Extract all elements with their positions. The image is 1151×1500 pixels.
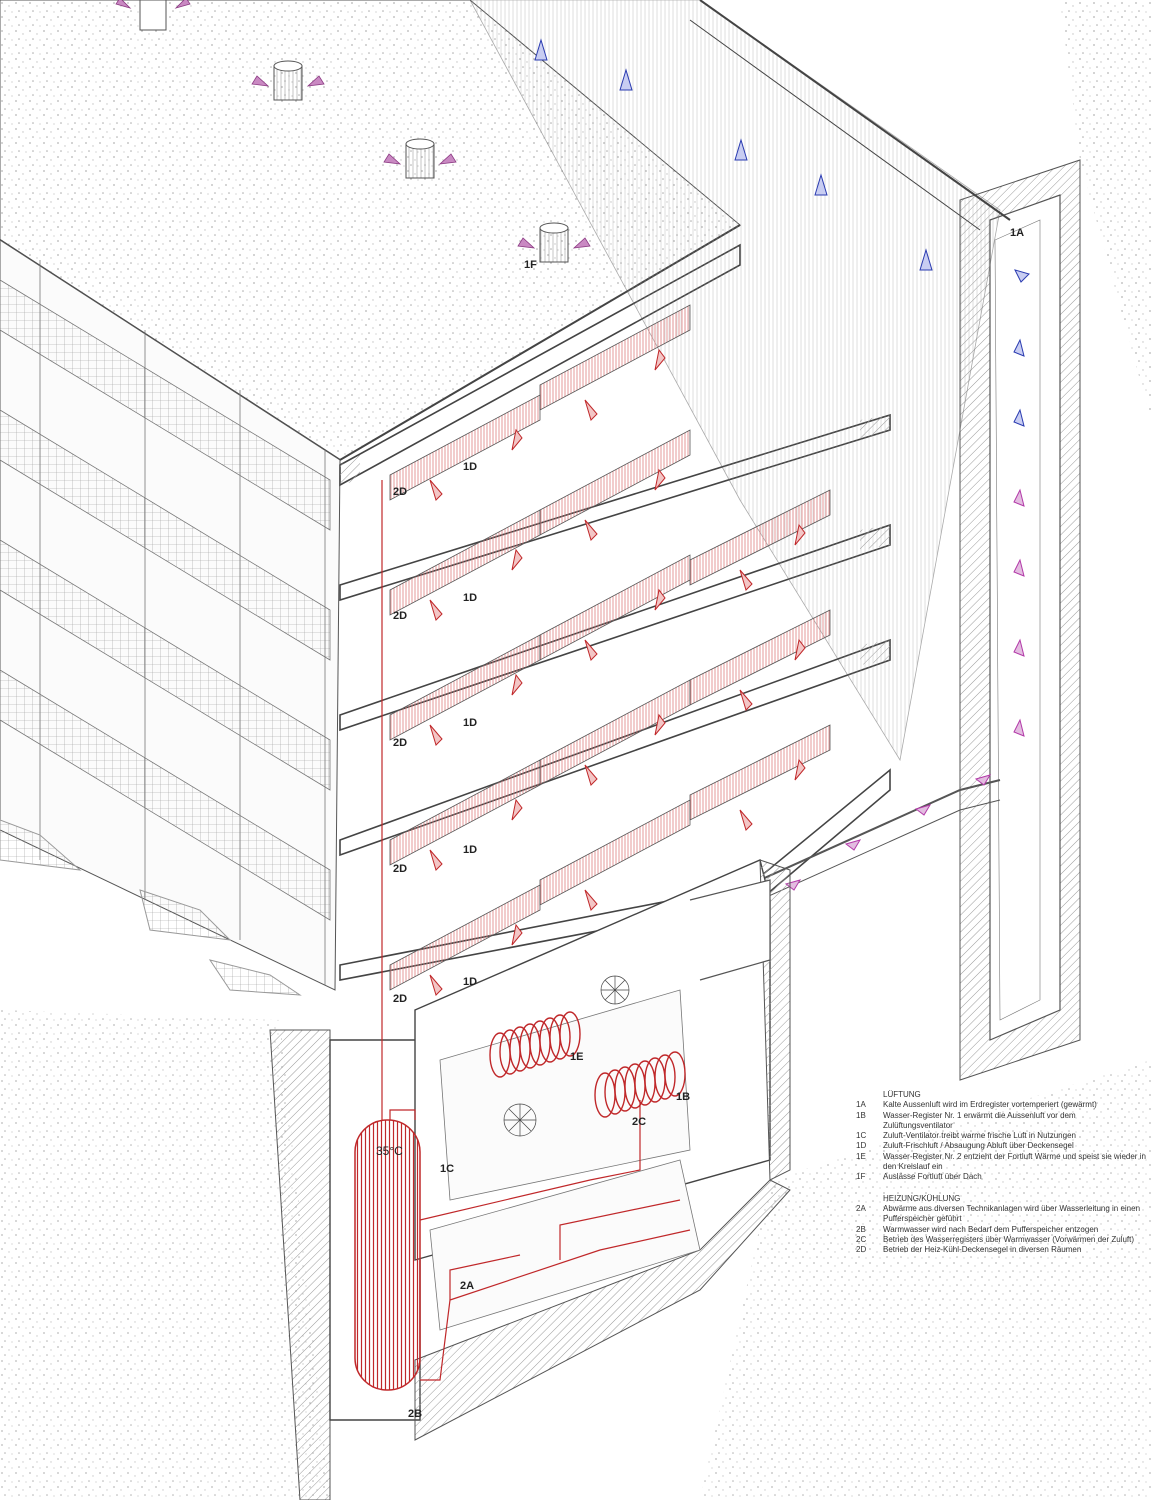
legend-code: 1A <box>856 1100 866 1110</box>
legend-code: 1F <box>856 1172 866 1182</box>
facade <box>0 239 341 991</box>
legend-item: 2C Betrieb des Wasserregisters über Warmw… <box>856 1235 1146 1245</box>
label-2a: 2A <box>460 1280 474 1292</box>
legend-text: Wasser-Register Nr. 1 erwärmt die Aussen… <box>883 1110 1076 1130</box>
label-1d: 1D <box>463 461 477 473</box>
legend-item: 1A Kalte Aussenluft wird im Erdregister v… <box>856 1100 1146 1110</box>
terrain <box>0 1010 330 1500</box>
terrain-right <box>700 1060 1151 1500</box>
legend-code: 1C <box>856 1131 867 1141</box>
label-2c: 2C <box>632 1116 646 1128</box>
legend-item: 2A Abwärme aus diversen Technikanlagen wi… <box>856 1204 1146 1225</box>
label-1d: 1D <box>463 717 477 729</box>
legend-lueftung: LÜFTUNG 1A Kalte Aussenluft wird im Erdre… <box>856 1090 1146 1183</box>
legend-text: Wasser-Register Nr. 2 entzieht der Fortl… <box>883 1151 1146 1172</box>
legend-code: 2C <box>856 1234 867 1244</box>
label-2d: 2D <box>393 486 407 498</box>
legend-heizung: HEIZUNG/KÜHLUNG 2A Abwärme aus diversen T… <box>856 1194 1146 1256</box>
legend-item: 1B Wasser-Register Nr. 1 erwärmt die Auss… <box>856 1111 1146 1132</box>
legend-item: 2B Warmwasser wird nach Bedarf dem Puffer… <box>856 1225 1146 1235</box>
legend-code: 1D <box>856 1141 867 1151</box>
label-2d: 2D <box>393 993 407 1005</box>
label-1b: 1B <box>676 1091 690 1103</box>
label-1c: 1C <box>440 1163 454 1175</box>
label-1d: 1D <box>463 976 477 988</box>
ceiling-sails <box>389 304 831 991</box>
fan-icon <box>503 975 630 1137</box>
facade-panels <box>0 260 331 985</box>
labels: 1A 1F 1D 1D 1D 1D 1D 2D 2D 2D 2D 2D 1E 1… <box>376 227 1024 1420</box>
legend-heading: HEIZUNG/KÜHLUNG <box>883 1193 961 1203</box>
paving <box>0 819 302 996</box>
legend-text: Betrieb der Heiz-Kühl-Deckensegel in div… <box>883 1245 1082 1255</box>
legend-code: 2B <box>856 1224 866 1234</box>
legend-item: 2D Betrieb der Heiz-Kühl-Deckensegel in d… <box>856 1245 1146 1255</box>
label-2d: 2D <box>393 610 407 622</box>
label-1f: 1F <box>524 259 537 271</box>
legend-text: Betrieb des Wasserregisters über Warmwas… <box>883 1234 1135 1244</box>
label-1d: 1D <box>463 844 477 856</box>
legend-item: 1E Wasser-Register Nr. 2 entzieht der For… <box>856 1152 1146 1173</box>
roof-outlet <box>139 0 569 263</box>
legend-heading: LÜFTUNG <box>883 1090 921 1099</box>
legend-code: 1E <box>856 1151 866 1161</box>
legend-text: Warmwasser wird nach Bedarf dem Puffersp… <box>883 1224 1099 1234</box>
label-1d: 1D <box>463 592 477 604</box>
label-1a: 1A <box>1010 227 1024 239</box>
hillside <box>1060 0 1151 420</box>
retaining-wall <box>469 0 1011 762</box>
legend-item: 1D Zuluft-Frischluft / Absaugung Abluft ü… <box>856 1141 1146 1151</box>
cold-air-arrows <box>534 38 1030 427</box>
label-2d: 2D <box>393 863 407 875</box>
label-2b: 2B <box>408 1408 422 1420</box>
legend-text: Zuluft-Ventilator treibt warme frische L… <box>883 1131 1076 1141</box>
legend-text: Auslässe Fortluft über Dach <box>883 1172 982 1182</box>
legend-item: 1F Auslässe Fortluft über Dach <box>856 1172 1146 1182</box>
legend-text: Kalte Aussenluft wird im Erdregister vor… <box>883 1100 1097 1110</box>
coil-icon <box>489 1011 686 1118</box>
legend-code: 1B <box>856 1110 866 1120</box>
legend-item: 1C Zuluft-Ventilator treibt warme frische… <box>856 1131 1146 1141</box>
legend-text: Abwärme aus diversen Technikanlagen wird… <box>883 1203 1141 1224</box>
label-2d: 2D <box>393 737 407 749</box>
buffer-tank <box>354 1119 421 1391</box>
exhaust-arrows-roof <box>115 0 591 249</box>
tank-temperature: 35°C <box>376 1144 403 1158</box>
label-1e: 1E <box>570 1051 583 1063</box>
legend-code: 2A <box>856 1203 866 1213</box>
legend-text: Zuluft-Frischluft / Absaugung Abluft übe… <box>883 1141 1074 1151</box>
legend: LÜFTUNG 1A Kalte Aussenluft wird im Erdre… <box>856 1090 1146 1266</box>
water-pipes <box>381 480 691 1381</box>
legend-code: 2D <box>856 1245 867 1255</box>
basement <box>269 859 791 1500</box>
warm-air-arrows <box>429 348 806 996</box>
earth-register <box>759 159 1081 1081</box>
